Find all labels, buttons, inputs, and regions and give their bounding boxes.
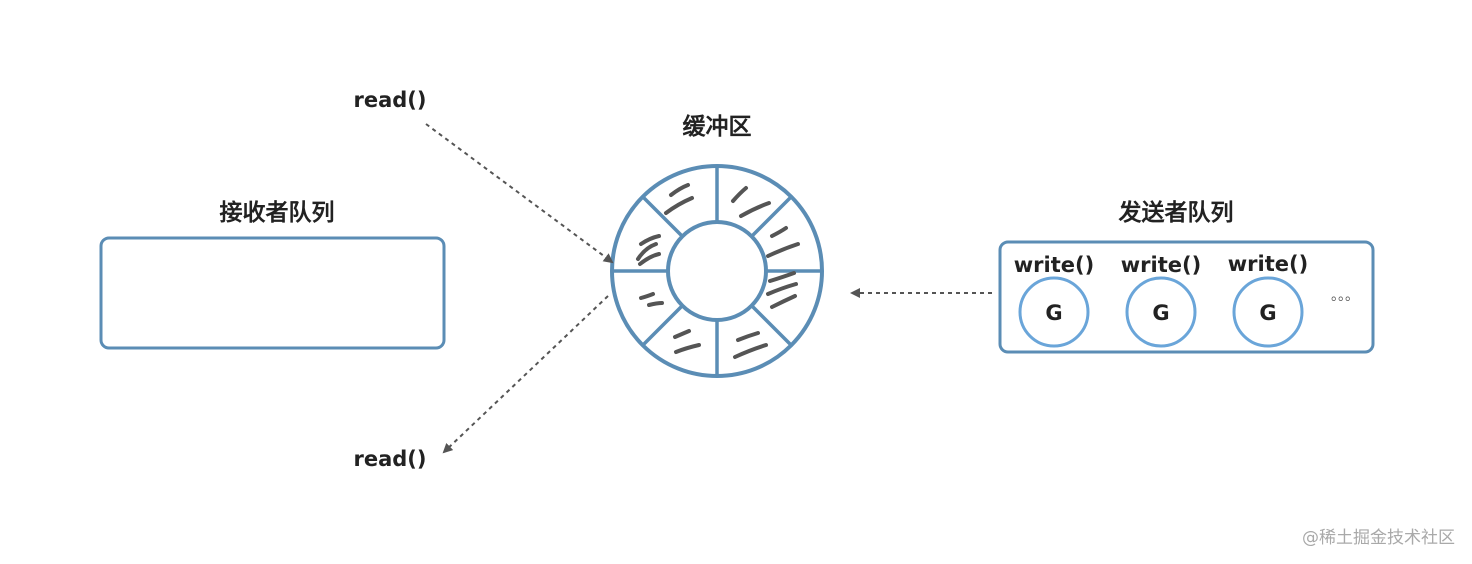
read-call-top: read() xyxy=(354,88,427,112)
sender-3-goroutine-circle xyxy=(1232,276,1304,348)
sender-3-goroutine-label: G xyxy=(1259,301,1276,325)
sender-1-call: write() xyxy=(1014,253,1094,277)
watermark: @稀土掘金技术社区 xyxy=(1302,528,1455,548)
receiver-queue-box xyxy=(99,236,446,350)
receiver-queue-title: 接收者队列 xyxy=(220,199,335,226)
sender-1-goroutine-circle xyxy=(1018,276,1090,348)
buffer-ring xyxy=(610,164,824,378)
sender-2-call: write() xyxy=(1121,253,1201,277)
read-out-arrow xyxy=(442,295,609,454)
sender-1-goroutine-label: G xyxy=(1045,301,1062,325)
buffer-title: 缓冲区 xyxy=(683,113,752,140)
sender-2-goroutine-circle xyxy=(1125,276,1197,348)
more-senders-ellipsis: 。。。 xyxy=(1331,288,1359,304)
sender-3-call: write() xyxy=(1228,252,1308,276)
sender-queue-title: 发送者队列 xyxy=(1118,199,1234,226)
read-call-bottom: read() xyxy=(354,447,427,471)
sender-2-goroutine-label: G xyxy=(1152,301,1169,325)
read-in-arrow xyxy=(425,123,614,264)
